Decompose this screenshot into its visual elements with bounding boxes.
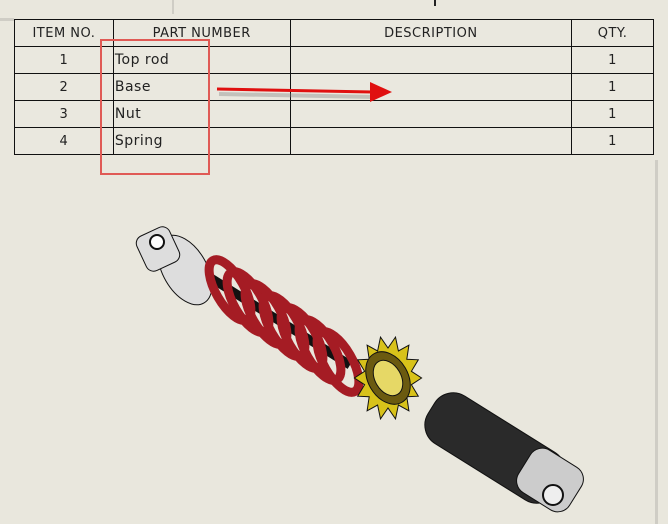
- shock-absorber-model[interactable]: [134, 224, 589, 517]
- header-description: DESCRIPTION: [289, 19, 573, 47]
- drawing-border-line: [172, 0, 174, 14]
- description-cell[interactable]: [289, 127, 573, 155]
- qty-cell: 1: [571, 46, 654, 74]
- drawing-border-line: [0, 18, 14, 21]
- spring-part[interactable]: [201, 254, 367, 399]
- item-no-cell: 2: [14, 73, 114, 101]
- item-no-cell: 4: [14, 127, 114, 155]
- base-part[interactable]: [417, 385, 589, 518]
- item-no-cell: 1: [14, 46, 114, 74]
- part-number-highlight-box: [100, 39, 210, 175]
- part-number-cell[interactable]: Top rod: [112, 46, 291, 74]
- spring-coil: [312, 327, 364, 397]
- part-number-cell[interactable]: Spring: [112, 127, 291, 155]
- drawing-mark: [434, 0, 436, 6]
- drawing-border-line: [655, 160, 658, 524]
- red-arrow-icon: [216, 82, 392, 102]
- qty-cell: 1: [571, 127, 654, 155]
- nut-part[interactable]: [353, 335, 423, 421]
- item-no-cell: 3: [14, 100, 114, 128]
